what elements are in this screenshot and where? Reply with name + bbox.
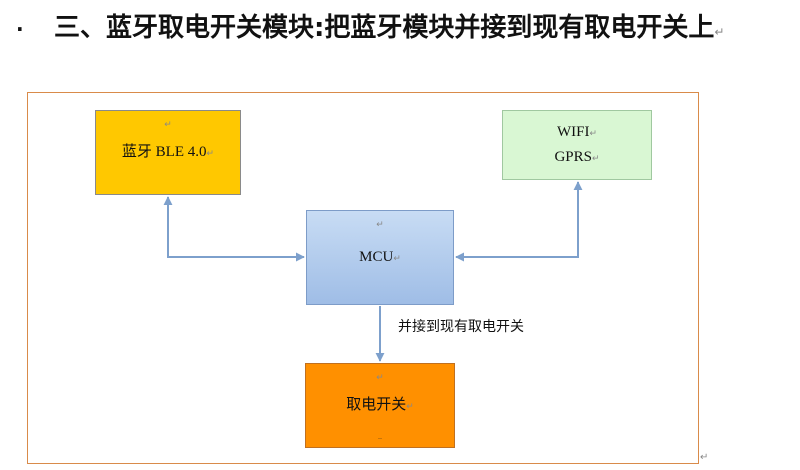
paragraph-mark-icon: ↵	[206, 148, 215, 158]
wifi-label: WIFI	[556, 124, 590, 140]
power-switch-box: ↵ 取电开关↵ ..	[305, 363, 455, 448]
bluetooth-box: ↵ 蓝牙 BLE 4.0↵	[95, 110, 241, 195]
section-heading: · 三、蓝牙取电开关模块:把蓝牙模块并接到现有取电开关上↵	[16, 8, 724, 48]
mcu-label: MCU	[359, 249, 394, 265]
bluetooth-label: 蓝牙 BLE 4.0	[121, 144, 207, 160]
paragraph-mark-icon: ↵	[406, 401, 414, 411]
bluetooth-mcu-arrow	[163, 196, 305, 262]
bottom-mark: ..	[378, 432, 382, 441]
paragraph-mark-icon: ↵	[164, 119, 172, 129]
diagram-frame	[27, 92, 699, 464]
switch-label: 取电开关	[346, 397, 407, 413]
paragraph-mark-icon: ↵	[376, 372, 384, 382]
paragraph-mark-icon: ↵	[376, 219, 384, 229]
wifi-mcu-arrow	[455, 181, 583, 262]
mcu-box: ↵ MCU↵	[306, 210, 454, 305]
heading-text: 三、蓝牙取电开关模块:把蓝牙模块并接到现有取电开关上	[54, 13, 715, 43]
paragraph-mark-icon: ↵	[589, 128, 598, 138]
bullet-point: ·	[16, 17, 24, 41]
paragraph-mark-icon: ↵	[393, 253, 401, 263]
arrow-label: 并接到现有取电开关	[398, 319, 524, 335]
gprs-label: GPRS	[554, 149, 592, 165]
paragraph-mark-icon: ↵	[714, 25, 725, 39]
paragraph-mark-icon: ↵	[591, 153, 600, 163]
wifi-gprs-box: WIFI↵ GPRS↵	[502, 110, 652, 180]
paragraph-mark-icon: ↵	[700, 452, 709, 463]
